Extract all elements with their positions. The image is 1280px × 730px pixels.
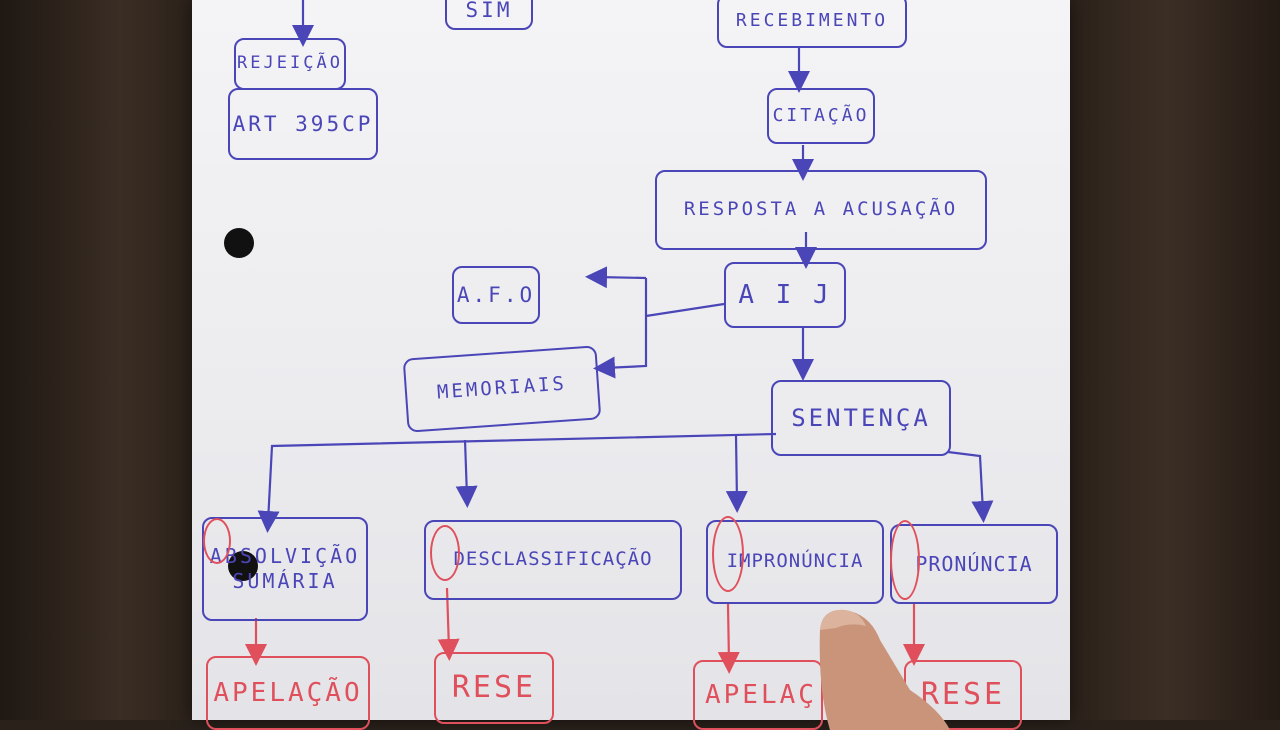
red-circle-pronuncia <box>890 520 920 600</box>
box-rese-1: RESE <box>434 652 554 724</box>
line-to-afo <box>585 266 647 289</box>
box-impronuncia: IMPRONÚNCIA <box>706 520 884 604</box>
box-art395: ART 395CP <box>228 88 378 160</box>
box-sentenca: SENTENÇA <box>771 380 951 456</box>
red-circle-absolvicao <box>203 518 231 564</box>
line-to-memoriais <box>593 278 648 379</box>
box-rejeicao: REJEIÇÃO <box>234 38 346 90</box>
box-pronuncia: PRONÚNCIA <box>890 524 1058 604</box>
paper-sheet <box>192 0 1070 720</box>
punch-hole-bottom <box>228 551 258 581</box>
pointing-finger <box>819 609 950 730</box>
box-memoriais: MEMORIAIS <box>402 345 602 433</box>
box-citacao: CITAÇÃO <box>767 88 875 144</box>
box-apelacao-2: APELAÇ <box>693 660 823 730</box>
box-top-partial: SIM <box>445 0 533 30</box>
box-resposta: RESPOSTA A ACUSAÇÃO <box>655 170 987 250</box>
table-surface-right <box>1055 0 1280 720</box>
line-to-absolvicao <box>257 432 777 533</box>
box-afo: A.F.O <box>452 266 540 324</box>
red-circle-impronuncia <box>712 516 744 592</box>
punch-hole-top <box>224 228 254 258</box>
box-aij: A I J <box>724 262 846 328</box>
line-to-impronuncia <box>725 435 748 513</box>
table-surface-left <box>0 0 200 720</box>
red-circle-desclassificacao <box>430 525 460 581</box>
line-aij-branch <box>645 302 725 318</box>
box-recebimento: RECEBIMENTO <box>717 0 907 48</box>
line-to-pronuncia <box>947 450 994 523</box>
box-absolvicao: ABSOLVIÇÃO SUMÁRIA <box>202 517 368 621</box>
arrow-to-apelacao-2 <box>717 603 740 674</box>
line-to-desclassificacao <box>455 439 478 508</box>
box-desclassificacao: DESCLASSIFICAÇÃO <box>424 520 682 600</box>
box-apelacao-1: APELAÇÃO <box>206 656 370 730</box>
